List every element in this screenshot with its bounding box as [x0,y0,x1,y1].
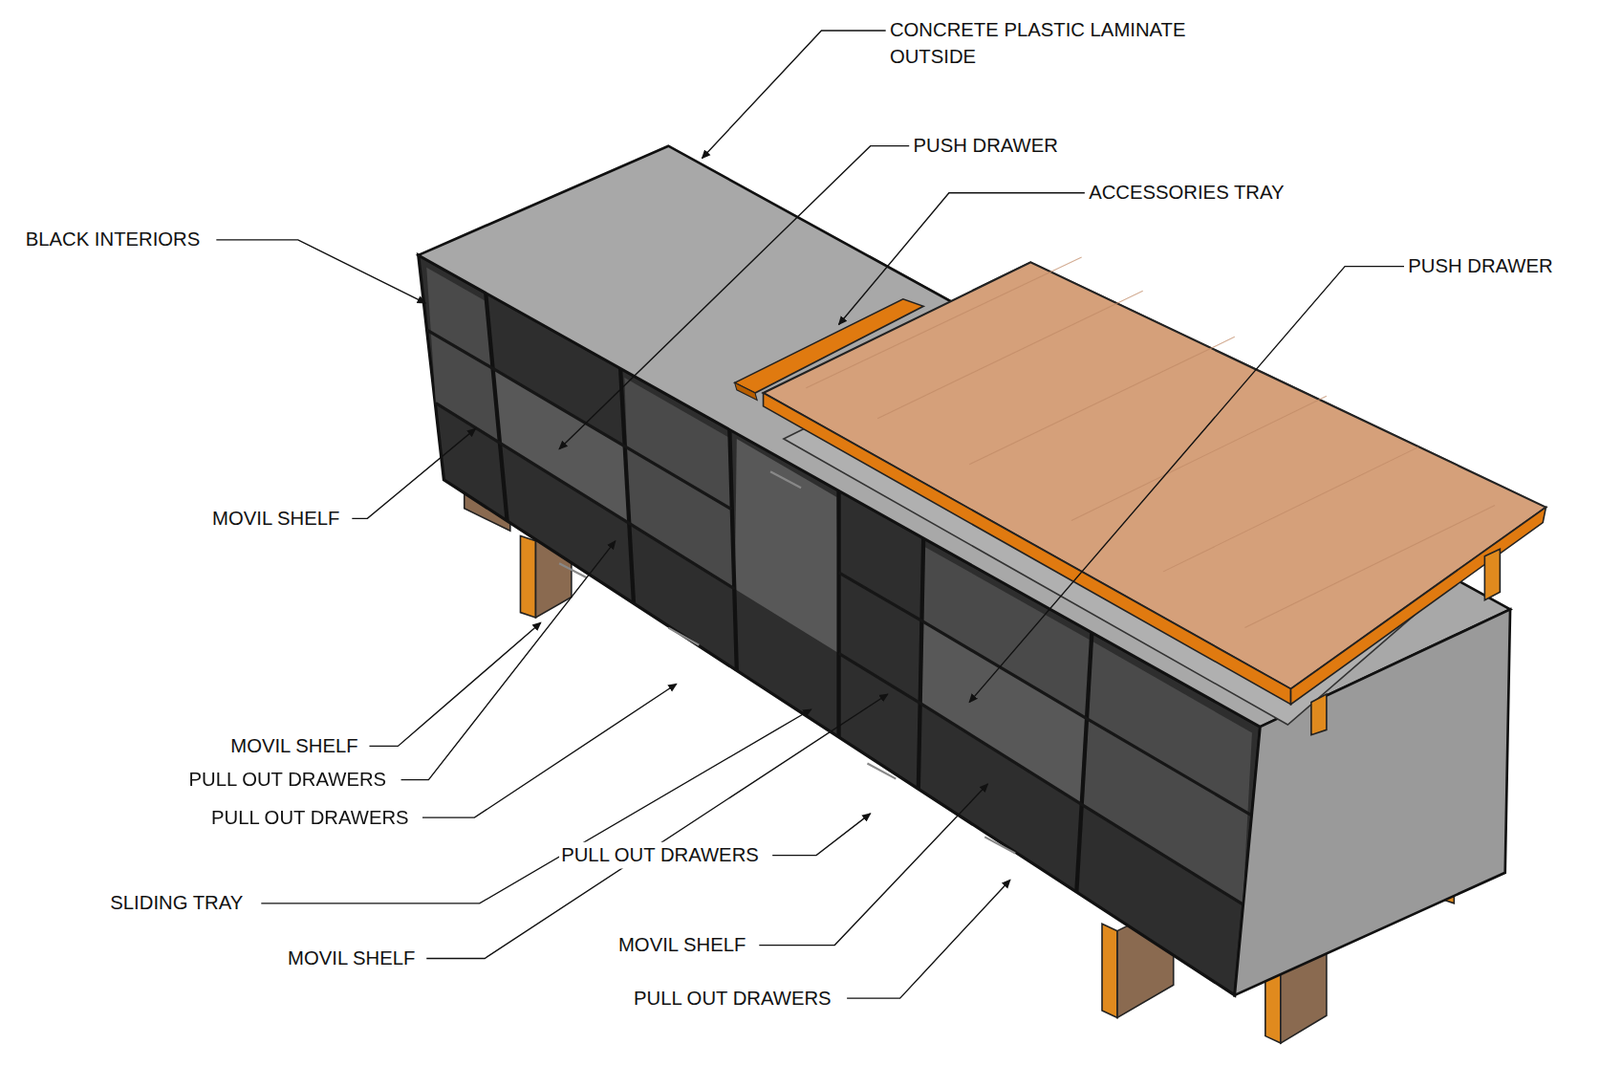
callout-label: MOVIL SHELF [285,945,418,973]
leader-lines [216,30,1405,998]
callout-label: MOVIL SHELF [210,504,343,532]
callout-label: MOVIL SHELF [228,733,361,760]
callout-label: PUSH DRAWER [1405,253,1556,281]
callout-label: BLACK INTERIORS [23,226,203,254]
callout-label: PULL OUT DRAWERS [631,984,834,1012]
callout-label: PULL OUT DRAWERS [209,803,411,831]
callout-label: PULL OUT DRAWERS [559,842,761,869]
callout-label: MOVIL SHELF [616,931,749,959]
callout-label: PULL OUT DRAWERS [186,766,389,794]
callout-label: CONCRETE PLASTIC LAMINATE OUTSIDE [887,17,1209,71]
callout-label: SLIDING TRAY [108,889,245,917]
callout-label: PUSH DRAWER [910,132,1060,160]
callout-label: ACCESSORIES TRAY [1086,179,1287,207]
